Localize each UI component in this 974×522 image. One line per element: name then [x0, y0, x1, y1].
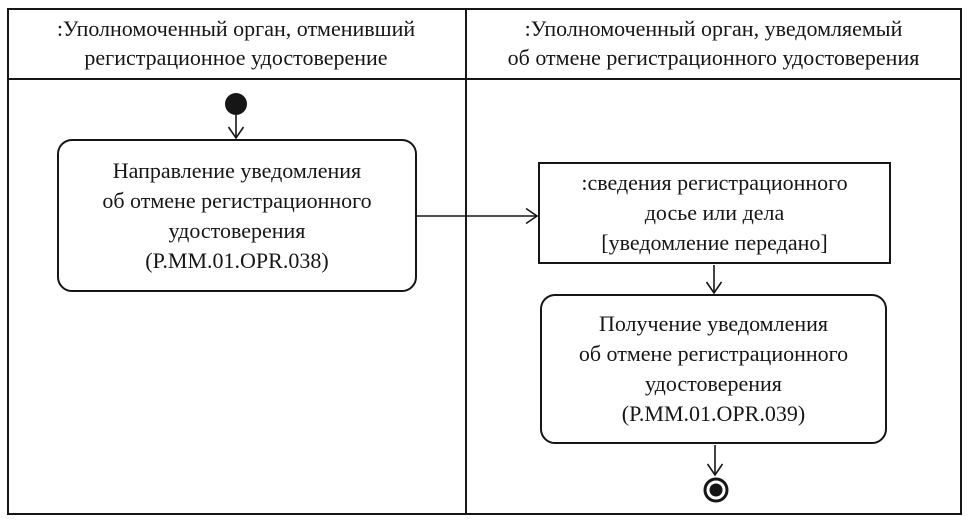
object-registration-dossier: :сведения регистрационного досье или дел…: [538, 162, 891, 264]
action-send-notification: Направление уведомления об отмене регист…: [57, 139, 417, 292]
lane-title-notified-authority: :Уполномоченный орган, уведомляемый об о…: [507, 16, 920, 70]
swimlane-divider: [465, 8, 467, 515]
lane-header-divider: [7, 78, 962, 80]
lane-title-cancelling-authority: :Уполномоченный орган, отменивший регист…: [56, 16, 416, 70]
action-receive-notification: Получение уведомления об отмене регистра…: [540, 294, 887, 444]
